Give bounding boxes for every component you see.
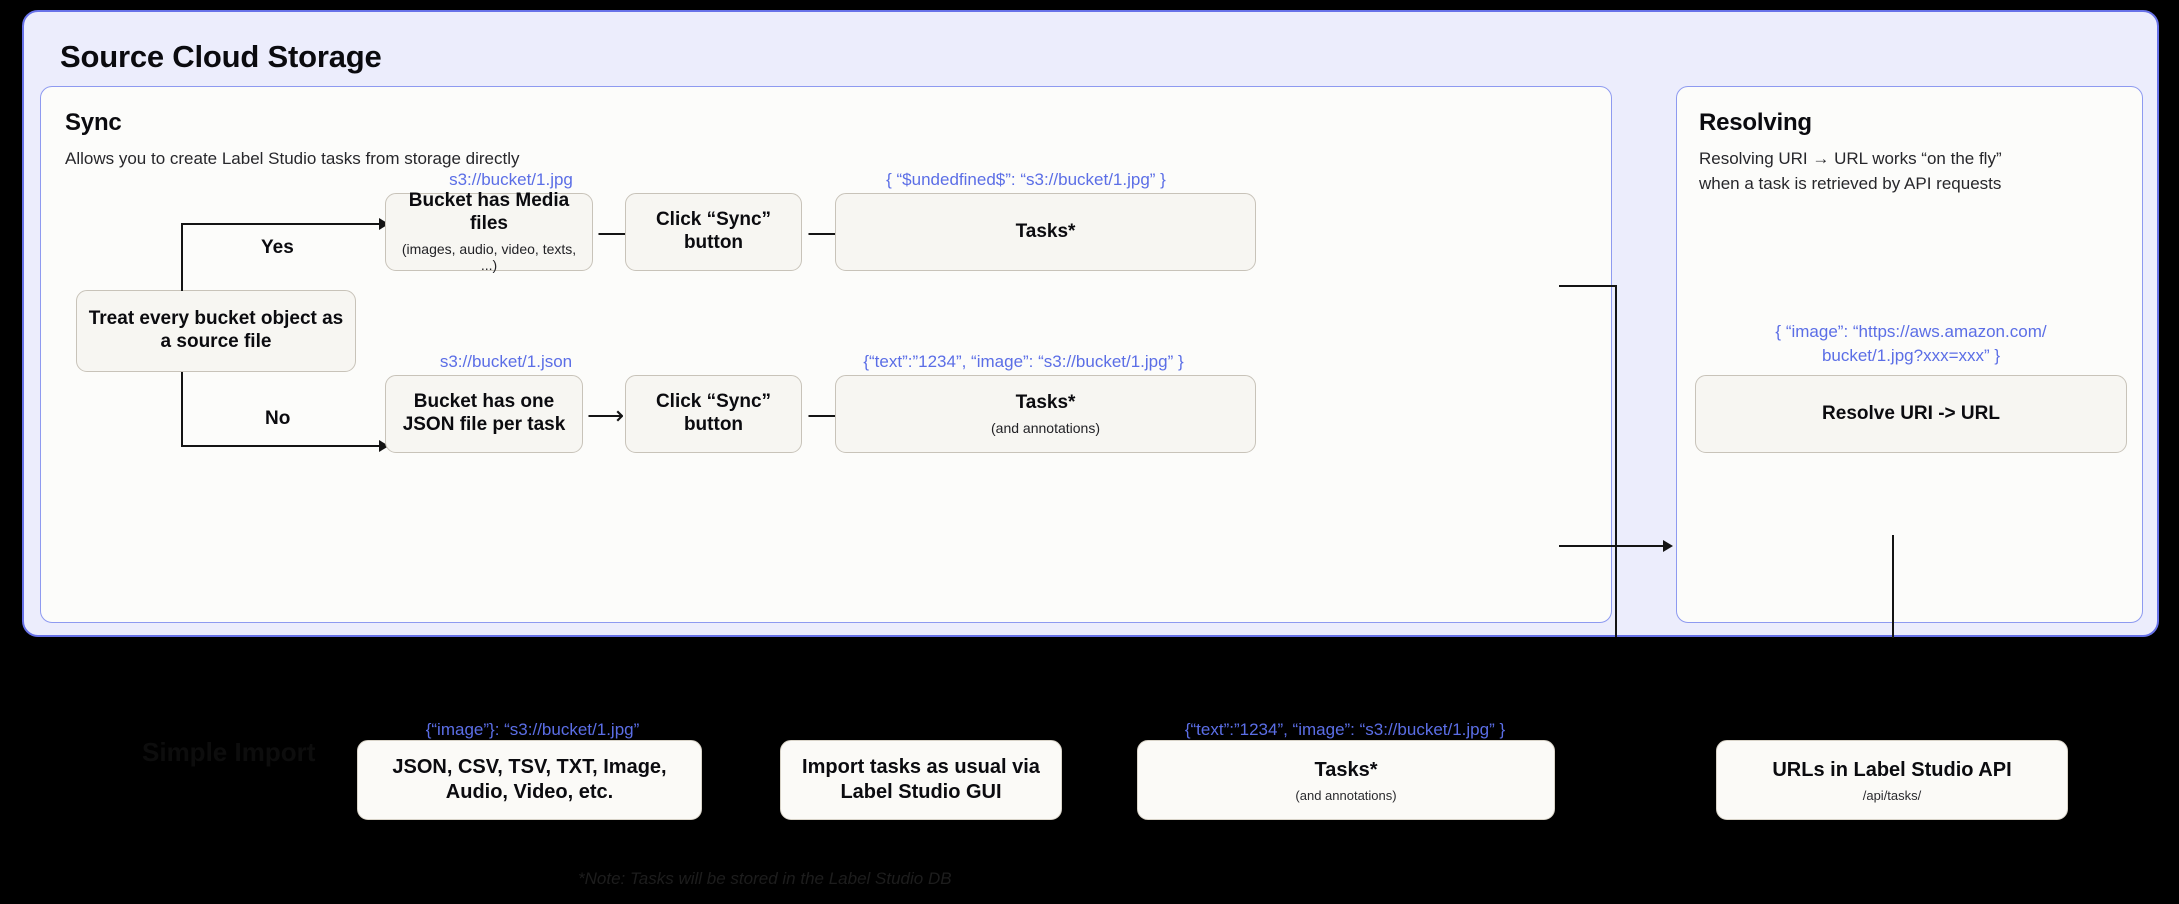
no-action-box-title: Click “Sync” button [655, 391, 772, 435]
no-branch-label: No [265, 408, 291, 429]
simple-import-label: Simple Import [142, 737, 316, 767]
tasks-bottom-to-resolve-arrowhead [1663, 540, 1673, 552]
page-title: Source Cloud Storage [60, 39, 382, 74]
bottom-tasks-code-label: {“text”:”1234”, “image”: “s3://bucket/1.… [1184, 720, 1506, 739]
no-result-box-tasks[interactable]: Tasks* (and annotations) [835, 375, 1256, 453]
formats-box-json-csv-tsv[interactable]: JSON, CSV, TSV, TXT, Image, Audio, Video… [357, 740, 702, 820]
yes-action-box-click-sync[interactable]: Click “Sync” button [625, 193, 802, 271]
yes-source-box-subtitle: (images, audio, video, texts, ...) [401, 240, 577, 274]
decision-box-title: Treat every bucket object as a source fi… [88, 308, 344, 352]
tasks-top-to-bottom-vline [1615, 285, 1617, 460]
resolving-title: Resolving [1699, 109, 1812, 136]
formats-code-label: {“image”}: “s3://bucket/1.jpg” [425, 720, 640, 739]
yes-action-box-title: Click “Sync” button [655, 209, 772, 253]
resolve-uri-url-box[interactable]: Resolve URI -> URL [1695, 375, 2127, 453]
yes-result-box-title: Tasks* [1015, 220, 1076, 242]
no-result-code-label: {“text”:”1234”, “image”: “s3://bucket/1.… [863, 352, 1184, 371]
no-branch-vline [181, 372, 183, 447]
yes-result-code-label: { “$undedfined$”: “s3://bucket/1.jpg” } [886, 170, 1166, 189]
no-source-code-label: s3://bucket/1.json [439, 352, 573, 371]
resolve-uri-url-title: Resolve URI -> URL [1822, 402, 2000, 424]
formats-box-title: JSON, CSV, TSV, TXT, Image, Audio, Video… [392, 756, 667, 803]
resolving-code-line1: { “image”: “https://aws.amazon.com/ [1775, 322, 2047, 341]
yes-source-box-bucket-has-media-files[interactable]: Bucket has Media files (images, audio, v… [385, 189, 593, 273]
resolving-description-line1: Resolving URI → URL works “on the fly” [1699, 149, 2002, 168]
yes-source-box-title: Bucket has Media files [408, 189, 570, 234]
api-urls-box-title: URLs in Label Studio API [1772, 758, 2012, 781]
footnote: *Note: Tasks will be stored in the Label… [578, 869, 952, 888]
yes-branch-arrowhead [379, 218, 389, 230]
import-box-label-studio-gui[interactable]: Import tasks as usual via Label Studio G… [780, 740, 1062, 820]
tasks-bottom-to-resolve-hline [1559, 545, 1669, 547]
no-action-box-click-sync[interactable]: Click “Sync” button [625, 375, 802, 453]
bottom-tasks-box[interactable]: Tasks* (and annotations) [1137, 740, 1555, 820]
sync-panel: Sync Allows you to create Label Studio t… [40, 86, 1612, 623]
no-source-box-title: Bucket has one JSON file per task [402, 391, 566, 435]
api-urls-box[interactable]: URLs in Label Studio API /api/tasks/ [1716, 740, 2068, 820]
yes-branch-label: Yes [261, 237, 294, 258]
resolving-code-line2: bucket/1.jpg?xxx=xxx” } [1821, 346, 2001, 365]
tasks-merged-down-vline [1615, 460, 1617, 637]
yes-result-box-tasks[interactable]: Tasks* [835, 193, 1256, 271]
no-source-box-bucket-has-one-json[interactable]: Bucket has one JSON file per task [385, 375, 583, 453]
source-cloud-storage-panel: Source Cloud Storage Sync Allows you to … [22, 10, 2159, 637]
yes-branch-vline [181, 223, 183, 291]
sync-title: Sync [65, 109, 122, 136]
resolve-to-api-vline [1892, 535, 1894, 638]
sync-description: Allows you to create Label Studio tasks … [65, 149, 520, 168]
decision-box-treat-every-bucket-object[interactable]: Treat every bucket object as a source fi… [76, 290, 356, 372]
api-urls-box-subtitle: /api/tasks/ [1862, 787, 1922, 803]
no-arrow-source-to-action: ⟶ [587, 400, 625, 430]
no-result-box-title: Tasks* [1015, 391, 1076, 413]
resolving-description-line2: when a task is retrieved by API requests [1699, 174, 2002, 193]
no-branch-arrowhead [379, 440, 389, 452]
import-box-title: Import tasks as usual via Label Studio G… [802, 756, 1040, 803]
yes-branch-hline [181, 223, 381, 225]
tasks-top-exit-hline [1559, 285, 1617, 287]
no-branch-hline [181, 445, 381, 447]
resolving-panel: Resolving Resolving URI → URL works “on … [1676, 86, 2143, 623]
bottom-tasks-box-subtitle: (and annotations) [1295, 787, 1397, 803]
bottom-tasks-box-title: Tasks* [1314, 758, 1378, 781]
no-result-box-subtitle: (and annotations) [991, 419, 1100, 436]
yes-source-code-label: s3://bucket/1.jpg [449, 170, 573, 189]
